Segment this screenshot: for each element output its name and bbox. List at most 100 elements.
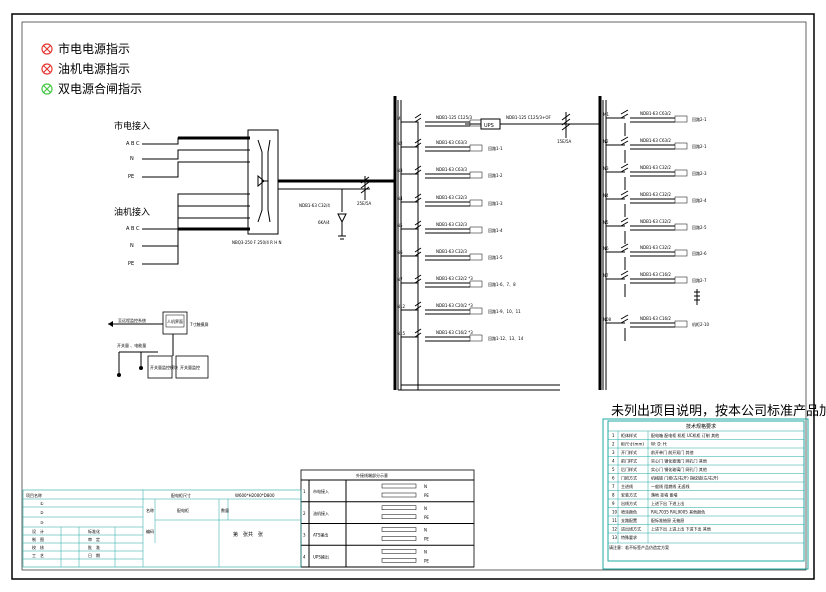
mains-input-title: 市电接入 xyxy=(114,120,150,132)
spec-row-number: 13 xyxy=(612,535,618,540)
breaker-label: NDB1-63 C63/3 xyxy=(436,140,467,145)
phase-label: A B C xyxy=(126,141,140,147)
interface-row-number: 3 xyxy=(303,533,306,538)
feeder-id: N15 xyxy=(397,331,406,336)
circuit-number: ③ xyxy=(40,520,44,525)
circuit-destination: 机柜2-10 xyxy=(692,321,710,327)
breaker-label: NDB1-63 C16/2 *3 xyxy=(436,330,473,335)
spec-row-number: 2 xyxy=(612,442,615,447)
feeder-id: N08 xyxy=(603,317,612,322)
feeder-id: N7 xyxy=(397,277,403,282)
circuit-destination: 回路1-12、13、14 xyxy=(488,335,524,341)
qty-label: 数量 xyxy=(221,507,229,513)
ups-label: UPS xyxy=(484,123,494,129)
spec-title: 技术规格要求 xyxy=(686,423,716,430)
legend-item: 市电电源指示 xyxy=(41,41,130,56)
green-lamp-icon xyxy=(41,83,53,95)
circuit-destination: 回路2-4 xyxy=(692,197,707,203)
legend-item: 油机电源指示 xyxy=(41,61,130,76)
circuit-destination: 回路2-6 xyxy=(692,250,707,256)
breaker-label: NDB1-63 C32/2 xyxy=(640,219,671,224)
role-label: 工 艺 xyxy=(32,553,44,558)
interface-row-number: 2 xyxy=(303,511,306,516)
breaker-label: NDB1-63 C63/3 xyxy=(436,167,467,172)
interface-row-number: 4 xyxy=(303,554,306,559)
role-label: 制 图 xyxy=(32,536,44,542)
feeder-id: N6 xyxy=(397,250,403,255)
spec-row-key: 喷涂颜色 xyxy=(621,509,637,515)
phase-label: N xyxy=(130,243,134,249)
spec-row-value: 上进下出 上进上出 下进下出 其他 xyxy=(651,526,711,532)
breaker-label: NDB1-63 C20/2 *3 xyxy=(436,303,473,308)
spec-row-number: 10 xyxy=(612,510,618,515)
spec-row-key: 后门样式 xyxy=(621,466,637,472)
legend: 市电电源指示 油机电源指示 双电源合闸指示 xyxy=(41,41,142,96)
feeder-id: N5 xyxy=(397,223,403,228)
main-breaker-value: 25E/5A xyxy=(357,201,372,206)
spec-row-value: 一般线 阻燃线 无卤线 xyxy=(651,483,690,489)
breaker-label: NDB1-63 C16/2 xyxy=(640,316,671,321)
role-label: 批 准 xyxy=(88,544,100,550)
title-block: 项目名称 配电柜尺寸 W600*H2000*D800 ① ② ③ 名称 配电柜 … xyxy=(22,489,302,568)
production-note: 未列出项目说明，按本公司标准产品加工 xyxy=(611,404,826,419)
spec-row-key: 支路配置 xyxy=(621,517,637,523)
control-section: 至远程监控系统 人机界面 7寸触摸屏 开关量 、电能量 开关量监控模块 开关量监… xyxy=(108,311,209,379)
red-lamp-icon xyxy=(41,43,53,55)
breaker-label: NDB1-63 C32/2 *3 xyxy=(436,276,473,281)
spec-row-value: 落地 挂墙 嵌墙 xyxy=(651,492,678,498)
spec-row-number: 9 xyxy=(612,501,615,506)
spd-branch: NDB1-63 C32/4 6KA/4 xyxy=(299,203,347,240)
feeder-id: M xyxy=(397,116,401,121)
interface-row-name: UPS输出 xyxy=(313,553,329,559)
breaker-label: NDB1-63 C63/2 xyxy=(640,138,671,143)
breaker-label: NDB1-125 C125/3 xyxy=(436,115,472,120)
phase-label: N xyxy=(130,156,134,162)
ups-breaker-value: 15E/5A xyxy=(557,139,572,144)
circuit-destination: 回路1-5 xyxy=(488,254,503,260)
circuit-destination: 回路1-3 xyxy=(488,200,503,206)
circuit-destination: 回路1-6、7、8 xyxy=(488,281,516,287)
cabinet-size-label: 配电柜尺寸 xyxy=(171,492,191,498)
breaker-label: NDB1-63 C32/3 xyxy=(436,222,467,227)
spec-row-value: RAL7035 RAL9005 其他颜色 xyxy=(651,509,705,515)
ups-block: UPS NDB1-125 C125/3+OF 15E/5A xyxy=(465,112,600,144)
terminal-label: PE xyxy=(424,493,429,498)
feeder-id: M1 xyxy=(603,112,609,117)
spec-row-number: 1 xyxy=(612,433,615,438)
feeder-circuit: N08 NDB1-63 C16/2 机柜2-10 xyxy=(603,314,710,341)
generator-input-title: 油机接入 xyxy=(114,206,150,218)
signal-bus-label: 开关量 、电能量 xyxy=(117,342,146,348)
role-label: 设 计 xyxy=(32,528,44,534)
circuit-destination: 回路1-9、10、11 xyxy=(488,308,521,314)
feeder-id: N2 xyxy=(603,139,609,144)
feeder-id: N6 xyxy=(603,246,609,251)
role-label: 日 期 xyxy=(88,552,100,558)
spec-row-number: 7 xyxy=(612,484,615,489)
spec-row-key: 开门样式 xyxy=(621,449,637,455)
spec-row-key: 主进线 xyxy=(621,483,633,489)
name-value: 配电柜 xyxy=(177,507,189,513)
spec-row-number: 3 xyxy=(612,450,615,455)
legend-label: 油机电源指示 xyxy=(58,61,130,76)
hmi-label: 人机界面 xyxy=(167,318,183,324)
monitor-module-label: 开关量监控 xyxy=(180,364,200,370)
terminal-label: N xyxy=(424,549,427,554)
terminal-label: PE xyxy=(424,558,429,563)
breaker-label: NDB1-63 C16/2 xyxy=(640,272,671,277)
legend-label: 市电电源指示 xyxy=(58,41,130,56)
main-breaker: 25E/5A xyxy=(357,176,372,206)
remote-monitor-label: 至远程监控系统 xyxy=(118,317,146,323)
spec-row-number: 8 xyxy=(612,493,615,498)
